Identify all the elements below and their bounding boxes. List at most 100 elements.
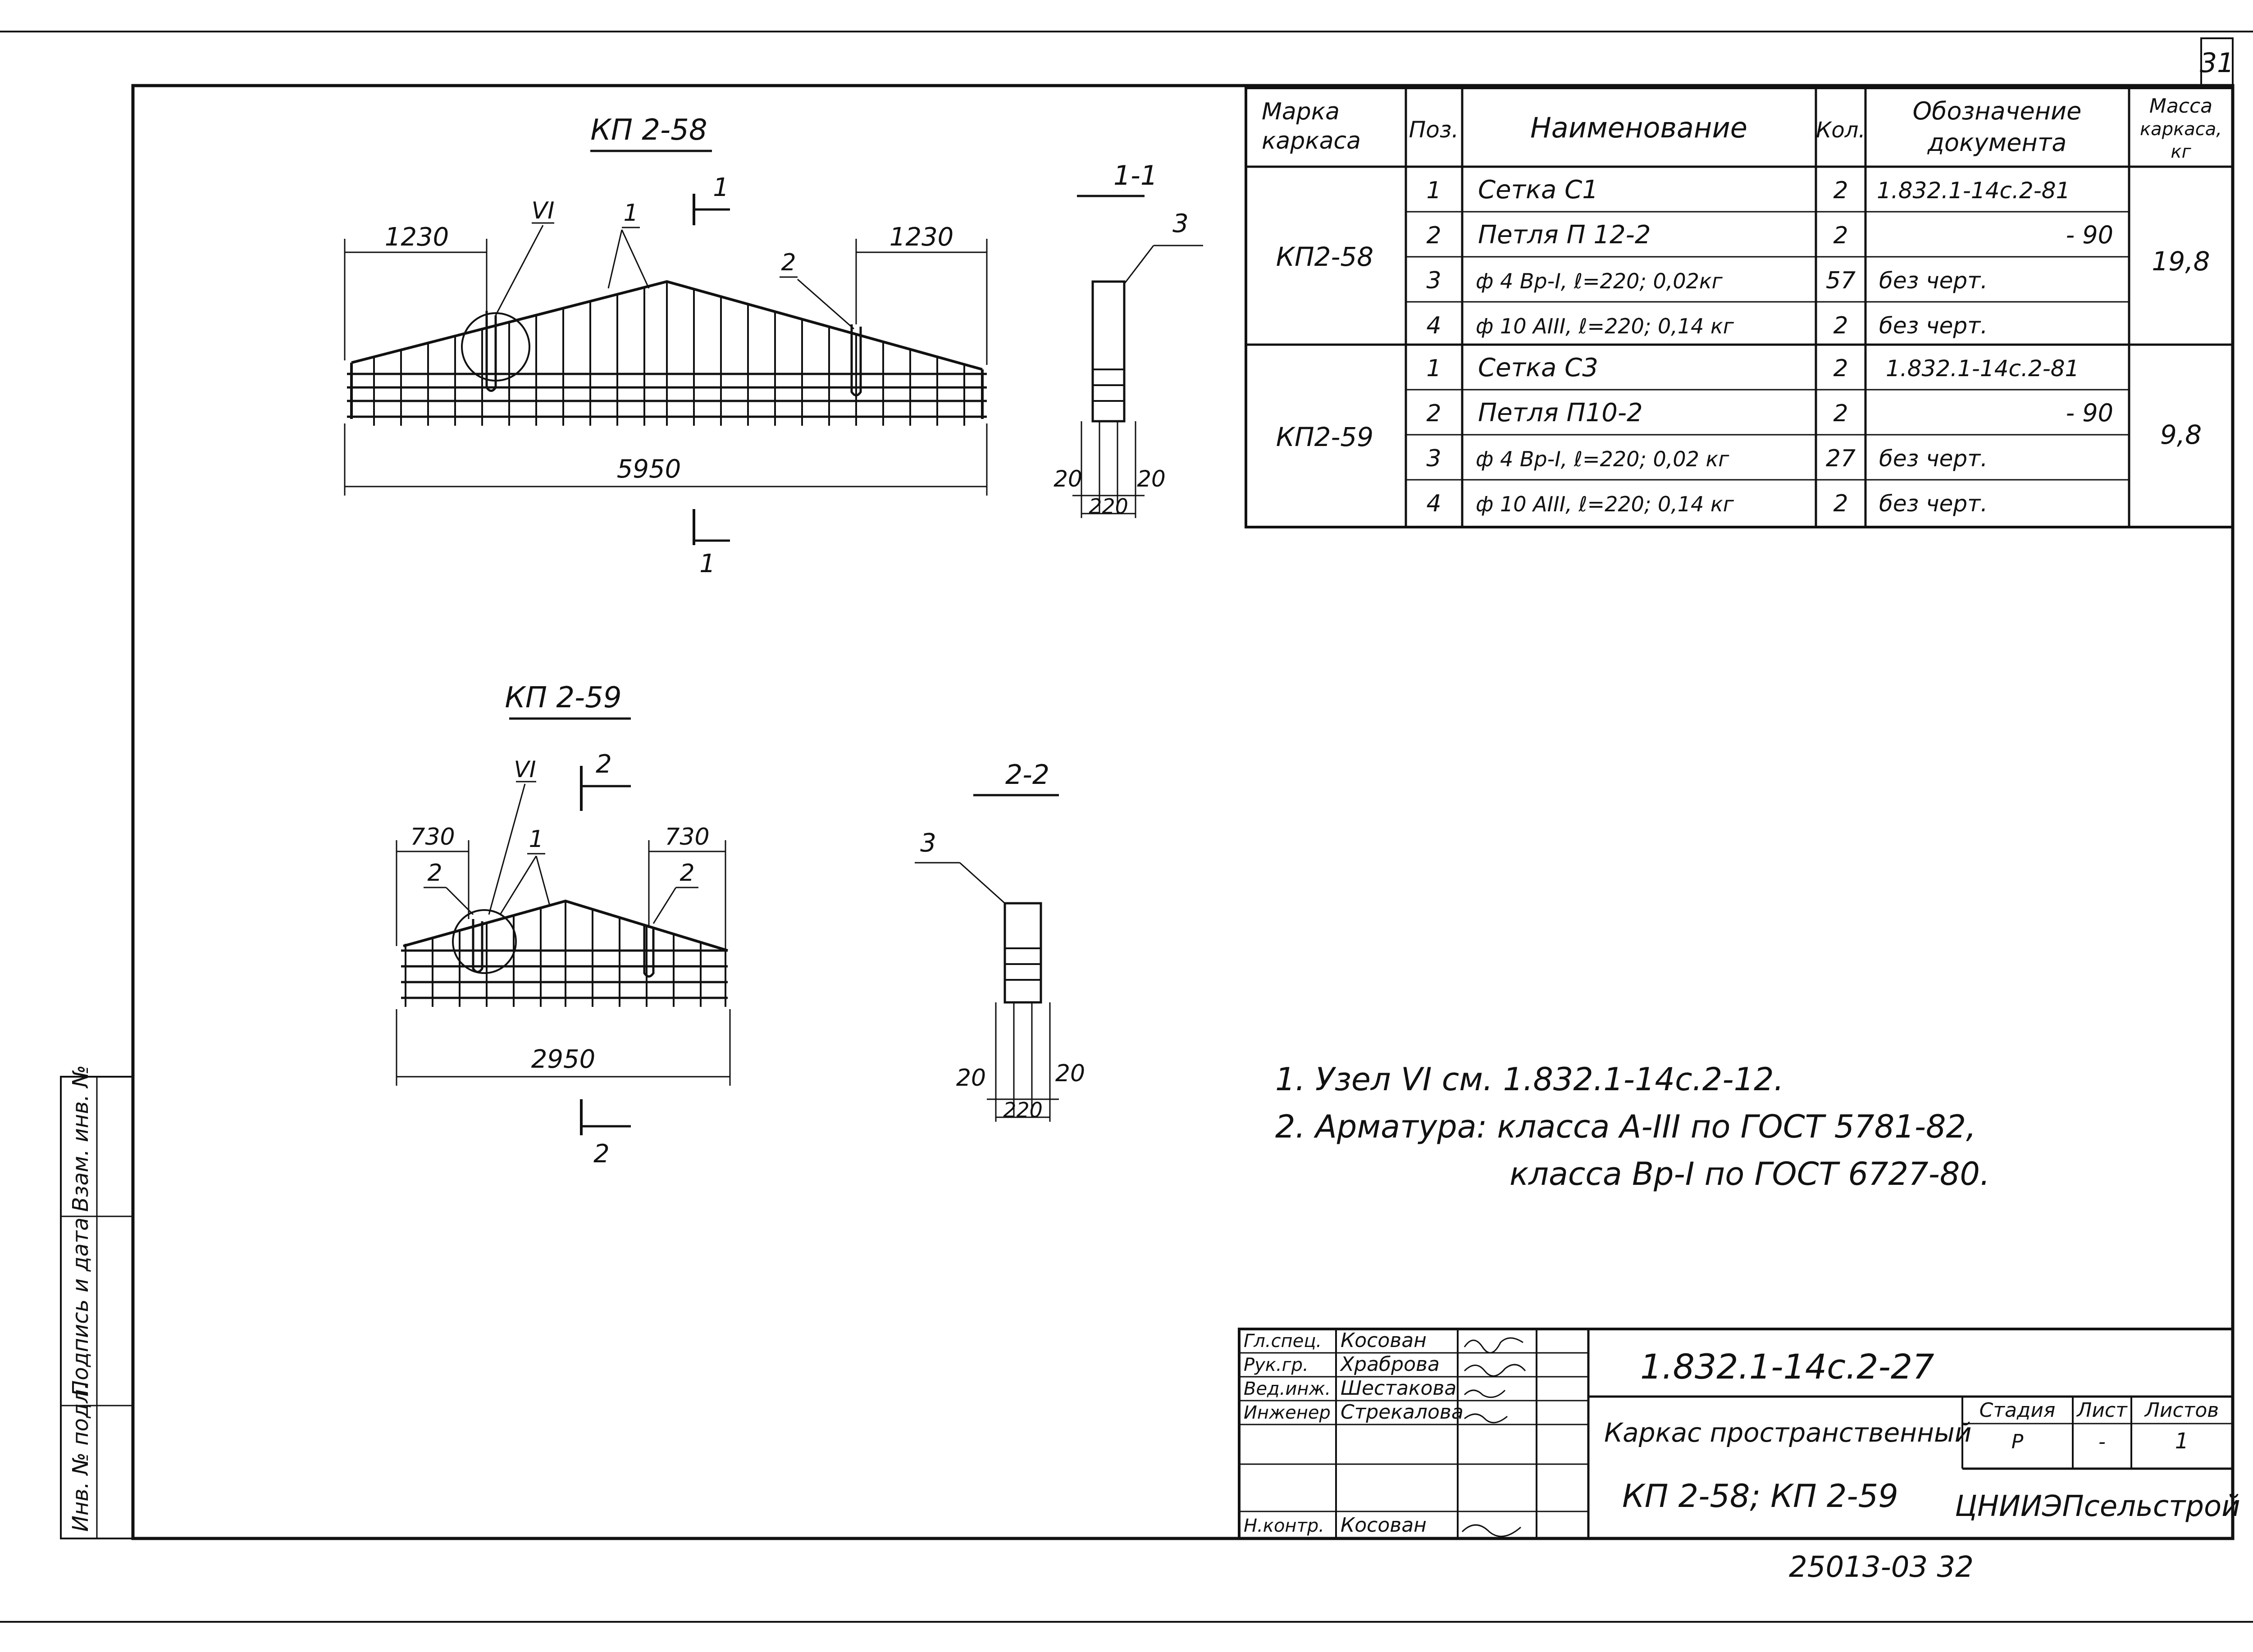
tb-organization: ЦНИИЭПсельстрой (1955, 1490, 2240, 1523)
hdr-mark-2: каркаса (1262, 127, 1361, 155)
side-stamp: Инв. № подл. Подпись и дата Взам. инв. № (60, 1065, 134, 1539)
cell-pos: 4 (1426, 490, 1441, 517)
bottom-code: 25013-03 32 (1789, 1551, 1974, 1584)
table-row: 3 ф 4 Вр-I, ℓ=220; 0,02 кг 27 без черт. (1426, 445, 1988, 472)
cell-pos: 4 (1426, 312, 1441, 339)
cell-pos: 3 (1426, 267, 1441, 294)
s1-callout: 3 (1172, 209, 1189, 238)
table-row: 1 Сетка С3 2 1.832.1-14с.2-81 (1426, 353, 2079, 382)
s2-dim-total: 220 (1003, 1098, 1043, 1122)
cell-doc: без черт. (1879, 491, 1988, 517)
table-row: 3 ф 4 Вр-I, ℓ=220; 0,02кг 57 без черт. (1426, 267, 1988, 294)
g2-mass: 9,8 (2160, 419, 2202, 450)
callout-1-58: 1 (623, 200, 638, 227)
hdr-qty: Кол. (1816, 118, 1865, 143)
cell-qty: 27 (1826, 445, 1856, 472)
tb-sheets-header: Листов (2144, 1399, 2219, 1422)
cell-doc: 1.832.1-14с.2-81 (1877, 177, 2070, 204)
page-number: 31 (2200, 47, 2234, 79)
tb-marks: КП 2-58; КП 2-59 (1622, 1478, 1898, 1515)
title-block: Гл.спец. Косован Рук.гр. Храброва Вед.ин… (1238, 1328, 2240, 1540)
cell-pos: 3 (1426, 445, 1441, 472)
table-row: 4 ф 10 АIII, ℓ=220; 0,14 кг 2 без черт. (1426, 312, 1988, 339)
section-1-1: 1-1 20 20 220 3 (1054, 160, 1203, 519)
s1-dim-total: 220 (1089, 494, 1128, 519)
dim-right-59: 730 (665, 824, 709, 851)
callout-2-58: 2 (781, 249, 796, 276)
tb-description: Каркас пространственный (1604, 1417, 1971, 1448)
cell-doc: - 90 (2066, 221, 2113, 249)
signature-marks (1461, 1337, 1526, 1537)
section-mark-bottom-59: 2 (593, 1139, 610, 1169)
cell-doc: без черт. (1879, 313, 1988, 339)
cell-name: ф 10 АIII, ℓ=220; 0,14 кг (1476, 492, 1734, 516)
callout-2-59-right: 2 (680, 860, 694, 887)
dim-left-59: 730 (410, 824, 455, 851)
dim-right-58: 1230 (889, 223, 954, 252)
sig-role-1: Гл.спец. (1244, 1331, 1322, 1352)
table-row: 1 Сетка С1 2 1.832.1-14с.2-81 (1426, 175, 2070, 205)
cell-name: Петля П10-2 (1478, 398, 1643, 428)
table-row: 4 ф 10 АIII, ℓ=220; 0,14 кг 2 без черт. (1426, 490, 1988, 517)
title-section-2: 2-2 (1005, 759, 1049, 791)
cell-pos: 2 (1426, 400, 1441, 427)
tb-code: 1.832.1-14с.2-27 (1640, 1347, 1934, 1387)
cell-qty: 57 (1826, 267, 1856, 294)
hdr-mass-1: Масса (2149, 95, 2212, 118)
hdr-doc-2: документа (1927, 128, 2067, 157)
note-3: класса Вр-I по ГОСТ 6727-80. (1510, 1156, 1990, 1192)
callout-2-59-left: 2 (427, 860, 442, 887)
title-kp2-58: КП 2-58 (590, 114, 707, 147)
note-1: 1. Узел VI см. 1.832.1-14с.2-12. (1275, 1061, 1784, 1098)
cell-qty: 2 (1833, 222, 1848, 249)
tb-stage: Р (2011, 1430, 2024, 1453)
g1-mass: 19,8 (2152, 246, 2210, 277)
sheet-frame (0, 31, 2253, 1623)
g1-mark: КП2-58 (1276, 241, 1373, 272)
s1-dim-left: 20 (1054, 466, 1082, 492)
hdr-doc-1: Обозначение (1913, 97, 2082, 125)
hdr-mass-3: кг (2171, 141, 2191, 162)
cell-qty: 2 (1833, 355, 1848, 382)
cell-name: ф 4 Вр-I, ℓ=220; 0,02 кг (1476, 447, 1729, 471)
cell-pos: 1 (1426, 177, 1441, 204)
cell-doc: 1.832.1-14с.2-81 (1886, 355, 2079, 382)
s2-dim-right: 20 (1055, 1060, 1085, 1087)
section-mark-top-58: 1 (713, 173, 729, 202)
table-row: 2 Петля П 12-2 2 - 90 (1426, 220, 2113, 250)
tb-sheet: - (2098, 1430, 2106, 1453)
sig-role-2: Рук.гр. (1244, 1355, 1309, 1375)
tb-sheet-header: Лист (2076, 1399, 2128, 1422)
cell-name: ф 10 АIII, ℓ=220; 0,14 кг (1476, 314, 1734, 338)
cell-qty: 2 (1833, 400, 1848, 427)
note-2: 2. Арматура: класса А-III по ГОСТ 5781-8… (1275, 1108, 1976, 1145)
cell-name: Сетка С1 (1478, 175, 1598, 205)
dim-total-58: 5950 (617, 455, 681, 484)
tb-stage-header: Стадия (1979, 1399, 2056, 1422)
sig-role-5: Н.контр. (1244, 1515, 1324, 1536)
hdr-mass-2: каркаса, (2140, 119, 2222, 140)
drawing-kp2-58: КП 2-58 1230 1230 (344, 114, 988, 578)
cell-qty: 2 (1833, 490, 1848, 517)
section-mark-top-59: 2 (596, 750, 612, 779)
stamp-inv-orig: Инв. № подл. (68, 1383, 93, 1532)
title-section-1: 1-1 (1113, 160, 1158, 191)
title-kp2-59: КП 2-59 (505, 681, 621, 715)
section-2-2: 2-2 20 20 220 3 (915, 759, 1085, 1122)
hdr-pos: Поз. (1409, 117, 1459, 143)
sig-name-5: Косован (1341, 1514, 1427, 1537)
hdr-name: Наименование (1530, 111, 1747, 144)
s2-callout: 3 (920, 828, 936, 858)
sig-name-3: Шестакова (1341, 1377, 1456, 1400)
dim-total-59: 2950 (531, 1045, 596, 1074)
g2-mark: КП2-59 (1276, 422, 1373, 452)
sig-role-3: Вед.инж. (1244, 1379, 1331, 1399)
cell-doc: без черт. (1879, 446, 1988, 472)
cell-qty: 2 (1833, 312, 1848, 339)
notes: 1. Узел VI см. 1.832.1-14с.2-12. 2. Арма… (1275, 1061, 1990, 1192)
sig-name-2: Храброва (1340, 1353, 1440, 1376)
cell-pos: 2 (1426, 222, 1441, 249)
spec-table: Марка каркаса Поз. Наименование Кол. Обо… (1245, 86, 2234, 528)
table-row: 2 Петля П10-2 2 - 90 (1426, 398, 2113, 428)
